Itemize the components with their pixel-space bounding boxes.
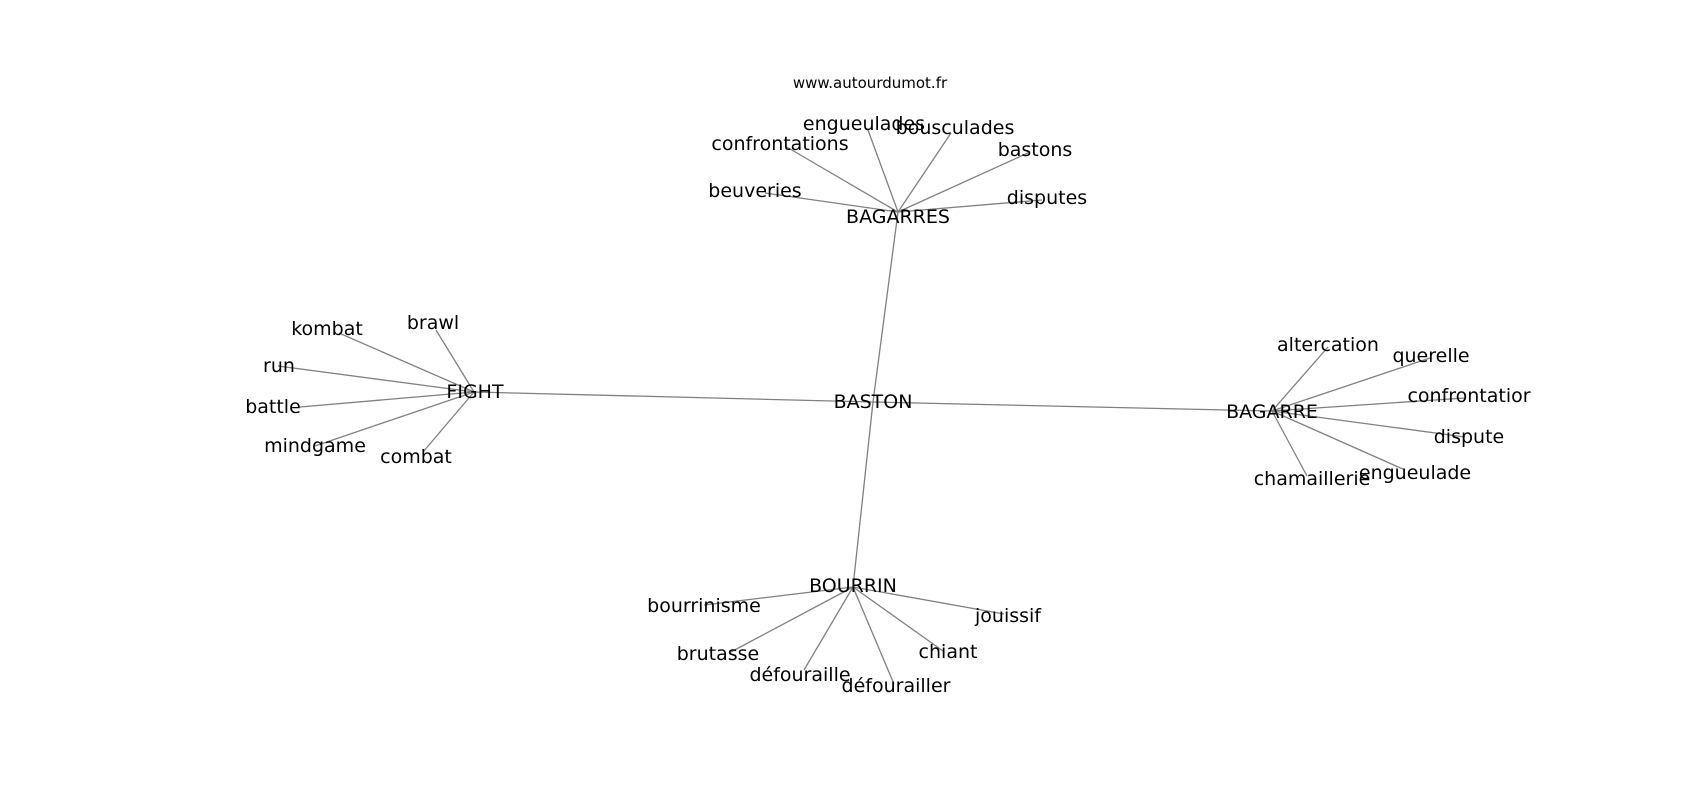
leaf-node-label: engueulade — [1359, 462, 1471, 484]
leaf-node-label: brawl — [407, 312, 459, 334]
edge-hub-to-leaf — [867, 129, 899, 213]
edge-hub-to-leaf — [803, 586, 854, 671]
edge-hub-to-leaf — [852, 586, 944, 652]
center-node-label: BASTON — [834, 391, 913, 413]
edge-hub-to-leaf — [764, 192, 899, 213]
leaf-node-label: beuveries — [708, 180, 801, 202]
edge-hub-to-leaf — [703, 586, 854, 606]
edge-hub-to-leaf — [1271, 357, 1431, 412]
leaf-node-label: combat — [380, 446, 452, 468]
hub-node-label: BAGARRES — [846, 206, 950, 228]
leaf-node-label: bourrinisme — [647, 595, 761, 617]
hub-node-label: FIGHT — [446, 381, 504, 403]
edge-hub-to-leaf — [897, 199, 1043, 213]
labels-layer: www.autourdumot.fr BASTON BAGARRES engueu… — [245, 74, 1531, 697]
edge-hub-to-leaf — [314, 391, 475, 447]
edge-hub-to-leaf — [277, 365, 475, 393]
edge-center-to-hub — [852, 401, 874, 588]
edge-hub-to-leaf — [422, 391, 475, 453]
leaf-node-label: confrontations — [711, 133, 848, 155]
leaf-node-label: run — [263, 355, 295, 377]
edge-hub-to-leaf — [1271, 410, 1308, 477]
edge-hub-to-leaf — [897, 151, 1031, 213]
leaf-node-label: défourailler — [842, 675, 951, 697]
edge-hub-to-leaf — [728, 586, 854, 654]
edge-hub-to-leaf — [852, 586, 1005, 615]
leaf-node-label: battle — [245, 396, 301, 418]
hub-node-label: BAGARRE — [1226, 401, 1318, 423]
edge-center-to-hub — [872, 401, 1273, 412]
leaf-node-label: engueulades — [803, 113, 925, 135]
leaf-node-label: défouraille — [749, 664, 850, 686]
edge-hub-to-leaf — [1271, 410, 1406, 471]
edge-center-to-hub — [473, 391, 874, 403]
edge-hub-to-leaf — [852, 586, 895, 685]
leaf-node-label: mindgame — [264, 435, 366, 457]
edge-hub-to-leaf — [1271, 410, 1466, 438]
edge-hub-to-leaf — [299, 391, 475, 408]
leaf-node-label: confrontatior — [1407, 385, 1530, 407]
edge-hub-to-leaf — [1271, 397, 1466, 412]
credit-text: www.autourdumot.fr — [793, 74, 948, 92]
edge-hub-to-leaf — [784, 145, 899, 213]
leaf-node-label: bastons — [998, 139, 1073, 161]
edge-center-to-hub — [872, 211, 899, 403]
leaf-node-label: chiant — [919, 641, 978, 663]
edge-hub-to-leaf — [1271, 346, 1329, 412]
leaf-node-label: altercation — [1277, 334, 1379, 356]
leaf-node-label: kombat — [291, 318, 363, 340]
leaf-node-label: brutasse — [677, 643, 760, 665]
edge-hub-to-leaf — [435, 329, 475, 393]
leaf-node-label: querelle — [1392, 345, 1469, 367]
leaf-node-label: bousculades — [896, 117, 1015, 139]
leaf-node-label: disputes — [1007, 187, 1087, 209]
edges-layer — [277, 129, 1466, 685]
leaf-node-label: jouissif — [974, 605, 1042, 627]
leaf-node-label: chamaillerie — [1254, 468, 1371, 490]
leaf-node-label: dispute — [1434, 426, 1504, 448]
hub-node-label: BOURRIN — [809, 575, 897, 597]
edge-hub-to-leaf — [897, 132, 952, 213]
edge-hub-to-leaf — [338, 332, 475, 393]
